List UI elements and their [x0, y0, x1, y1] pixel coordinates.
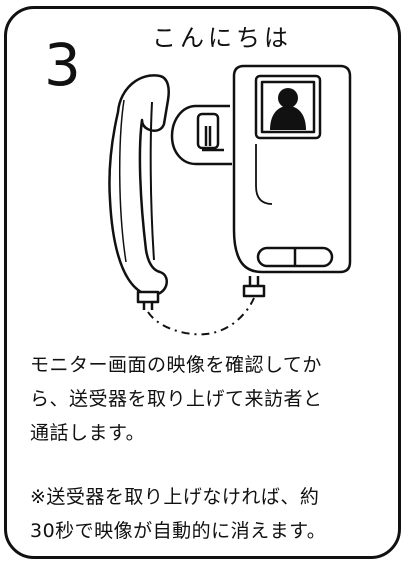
instruction-line: ら、送受器を取り上げて来訪者と	[30, 388, 323, 410]
step-title: こんにちは	[152, 24, 292, 52]
visitor-silhouette-icon	[270, 88, 306, 130]
instruction-card	[4, 6, 401, 559]
note-line: ※送受器を取り上げなければ、約	[30, 486, 320, 508]
note-text: ※送受器を取り上げなければ、約 30秒で映像が自動的に消えます。	[30, 480, 390, 548]
instruction-line: 通話します。	[30, 422, 146, 444]
instruction-text: モニター画面の映像を確認してか ら、送受器を取り上げて来訪者と 通話します。	[30, 348, 390, 450]
illustration	[108, 64, 352, 336]
instruction-line: モニター画面の映像を確認してか	[30, 354, 322, 376]
telephone-handset-icon	[108, 74, 170, 310]
coiled-cord-icon	[147, 297, 255, 336]
step-number: 3	[44, 31, 81, 99]
video-door-phone-icon	[170, 64, 352, 298]
note-line: 30秒で映像が自動的に消えます。	[30, 520, 327, 542]
